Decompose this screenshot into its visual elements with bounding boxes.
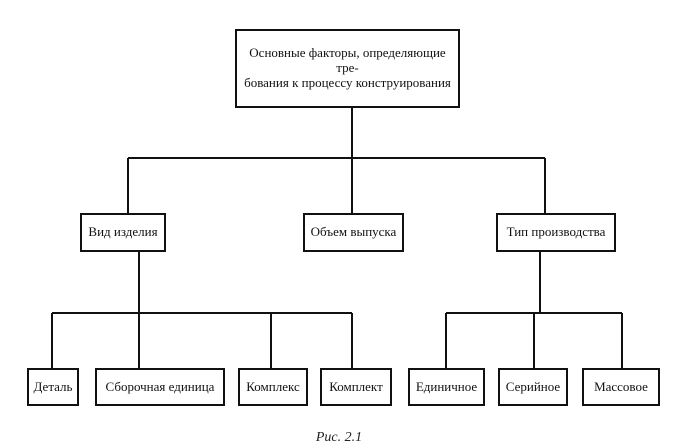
root-node: Основные факторы, определяющие тре- бова… <box>235 29 460 108</box>
node-product-type: Вид изделия <box>80 213 166 252</box>
node-production-type: Тип производства <box>496 213 616 252</box>
root-node-line-1: Основные факторы, определяющие тре- <box>249 45 446 76</box>
node-kit: Комплект <box>320 368 392 406</box>
node-output-volume: Объем выпуска <box>303 213 404 252</box>
node-complex: Комплекс <box>238 368 308 406</box>
figure-caption: Рис. 2.1 <box>315 430 363 445</box>
node-serial: Серийное <box>498 368 568 406</box>
root-node-line-2: бования к процессу конструирования <box>244 74 451 90</box>
node-part: Деталь <box>27 368 79 406</box>
node-assembly: Сборочная единица <box>95 368 225 406</box>
node-mass: Массовое <box>582 368 660 406</box>
node-single: Единичное <box>408 368 485 406</box>
